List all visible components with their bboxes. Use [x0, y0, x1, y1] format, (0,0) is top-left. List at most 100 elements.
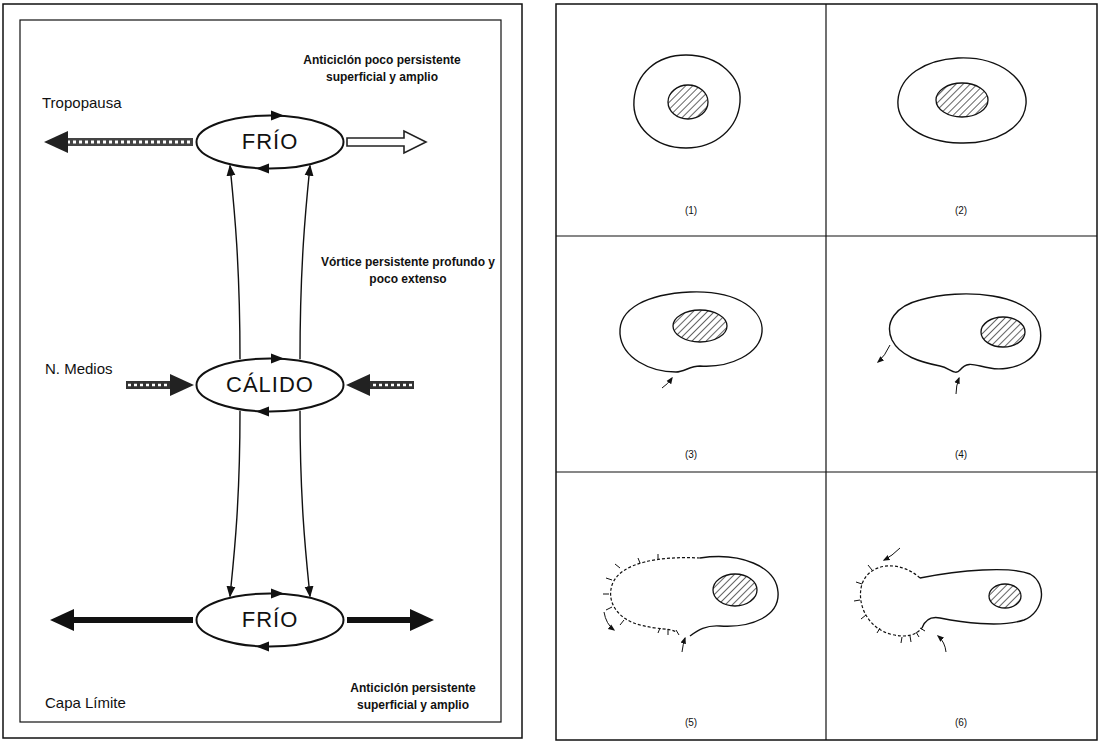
drawing-line [126, 381, 172, 389]
level-name-text: N. Medios [45, 360, 113, 377]
drawing-path [890, 294, 1041, 372]
panel-number: (2) [941, 204, 981, 219]
ellipse-node: CÁLIDO [195, 357, 345, 413]
drawing-path [347, 131, 426, 153]
drawing-line [62, 138, 193, 146]
panel-number: (4) [941, 448, 981, 463]
drawing-path [662, 378, 672, 388]
drawing-rect [20, 20, 501, 722]
drawing-line [368, 381, 414, 389]
level-name-text: Tropopausa [42, 94, 122, 111]
drawing-ellipse [981, 317, 1025, 347]
drawing-line [556, 471, 1097, 472]
drawing-rect [556, 4, 1097, 740]
circulation-arrowhead [256, 642, 269, 652]
drawing-path [860, 566, 922, 636]
flow-connector [230, 411, 310, 597]
circulation-arrowhead [256, 164, 269, 174]
drawing-ellipse [713, 574, 757, 606]
drawing-ellipse [989, 584, 1021, 608]
drawing-path [611, 558, 700, 632]
outflow-arrow-open [347, 131, 426, 153]
drawing-path [938, 636, 946, 652]
level-name: N. Medios [45, 358, 113, 380]
panel-number: (1) [671, 204, 711, 219]
drawing-path [884, 548, 900, 560]
ellipse-node: FRÍO [195, 592, 345, 648]
annotation-text: Anticiclón persistente superficial y amp… [350, 681, 475, 712]
panel-number-text: (3) [685, 449, 697, 460]
panel-number-text: (4) [955, 449, 967, 460]
stage-4-figure [878, 294, 1041, 394]
drawing-ellipse [936, 83, 988, 117]
drawing-path [603, 554, 679, 635]
panel-number: (5) [671, 716, 711, 731]
level-name-text: Capa Límite [45, 694, 126, 711]
drawing-path [898, 58, 1026, 143]
drawing-path [634, 55, 740, 148]
node-text: CÁLIDO [226, 373, 314, 397]
drawing-line [556, 235, 1097, 236]
circulation-arrowhead [271, 589, 284, 599]
ellipse-border [197, 359, 344, 412]
drawing-path [604, 612, 614, 630]
flow-connector [230, 166, 310, 360]
level-name: Tropopausa [42, 92, 122, 114]
drawing-path [878, 345, 890, 362]
circulation-arrowhead [256, 407, 269, 417]
circulation-arrowhead [271, 354, 284, 364]
drawing-path [410, 609, 434, 631]
drawing-path [682, 638, 685, 652]
annotation: Anticiclón poco persistente superficial … [282, 52, 482, 87]
connector-line [230, 411, 240, 597]
drawing-line [70, 617, 193, 623]
drawing-path [854, 565, 925, 643]
connector-line [300, 166, 310, 360]
panel-number: (6) [941, 716, 981, 731]
annotation: Vórtice persistente profundo y poco exte… [318, 254, 498, 289]
node-text: FRÍO [242, 608, 299, 632]
drawing-line [347, 617, 412, 623]
panel-number-text: (5) [685, 717, 697, 728]
drawing-path [620, 292, 762, 372]
panel-number-text: (6) [955, 717, 967, 728]
panel-number: (3) [671, 448, 711, 463]
stage-3-figure [620, 292, 762, 388]
annotation: Anticiclón persistente superficial y amp… [325, 680, 501, 715]
connector-line [230, 166, 240, 360]
circulation-arrowhead [271, 111, 284, 121]
drawing-line [825, 4, 826, 740]
drawing-ellipse [673, 310, 727, 342]
panel-number-text: (1) [685, 205, 697, 216]
stage-5-figure [603, 554, 778, 652]
drawing-path [346, 374, 370, 396]
outflow-arrow-hatched [44, 131, 193, 153]
ellipse-border [197, 594, 344, 647]
drawing-line [128, 384, 170, 387]
drawing-path [44, 131, 68, 153]
drawing-path [920, 570, 1041, 628]
stage-1-figure [634, 55, 740, 148]
drawing-rect [3, 4, 522, 738]
drawing-path [170, 374, 194, 396]
ellipse-border [197, 116, 344, 169]
stage-6-figure [854, 548, 1041, 652]
drawing-line [370, 384, 412, 387]
stage-2-figure [898, 58, 1026, 143]
drawing-path [956, 378, 959, 394]
node-text: FRÍO [242, 130, 299, 154]
drawing-path [690, 557, 778, 636]
drawing-line [64, 141, 190, 144]
annotation-text: Vórtice persistente profundo y poco exte… [321, 255, 495, 286]
drawing-ellipse [668, 85, 708, 119]
panel-number-text: (2) [955, 205, 967, 216]
connector-line [300, 411, 310, 597]
panel-frame [3, 4, 1097, 740]
annotation-text: Anticiclón poco persistente superficial … [303, 53, 460, 84]
level-name: Capa Límite [45, 692, 126, 714]
ellipse-node: FRÍO [195, 114, 345, 170]
drawing-path [50, 609, 74, 631]
